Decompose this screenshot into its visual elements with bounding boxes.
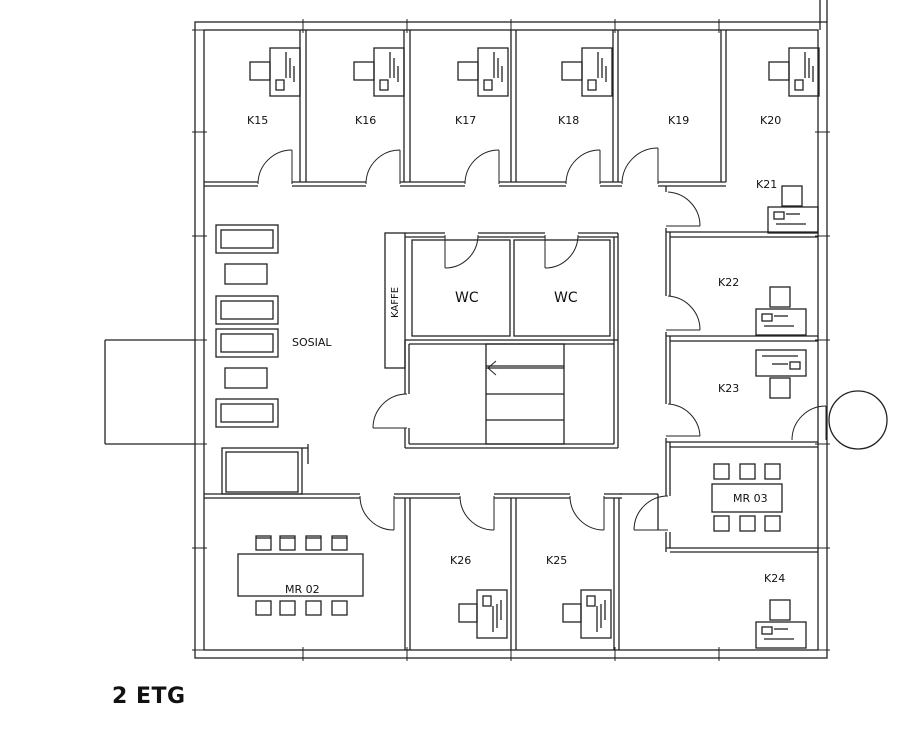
desk-k23 bbox=[755, 349, 807, 399]
bottom-office-walls bbox=[204, 493, 659, 650]
meeting-table-mr03 bbox=[711, 463, 783, 532]
room-label-k18: K18 bbox=[558, 114, 579, 127]
desk-k24 bbox=[755, 599, 807, 649]
desk-k18 bbox=[561, 47, 613, 97]
room-label-wc-left: WC bbox=[455, 290, 479, 306]
bottom-doors bbox=[359, 495, 605, 531]
room-label-mr03: MR 03 bbox=[733, 492, 768, 505]
sofa-3 bbox=[215, 328, 279, 358]
room-label-k24: K24 bbox=[764, 572, 785, 585]
room-label-k21: K21 bbox=[756, 178, 777, 191]
room-label-k25: K25 bbox=[546, 554, 567, 567]
room-label-mr02: MR 02 bbox=[285, 583, 320, 596]
desk-k17 bbox=[457, 47, 509, 97]
desk-k25 bbox=[562, 589, 612, 639]
room-label-k26: K26 bbox=[450, 554, 471, 567]
floor-level-label: 2 ETG bbox=[112, 684, 186, 709]
right-doors bbox=[633, 191, 827, 531]
coffee-table-1 bbox=[224, 263, 268, 285]
left-extension bbox=[104, 339, 195, 445]
room-label-k16: K16 bbox=[355, 114, 376, 127]
right-office-walls bbox=[665, 186, 818, 553]
top-office-walls bbox=[204, 30, 727, 187]
wc-doors bbox=[372, 234, 579, 429]
room-label-k20: K20 bbox=[760, 114, 781, 127]
room-label-kaffe: KAFFE bbox=[390, 287, 401, 318]
desk-k26 bbox=[458, 589, 508, 639]
desk-k22 bbox=[755, 286, 807, 336]
desk-k21 bbox=[767, 185, 819, 234]
room-label-sosial: SOSIAL bbox=[292, 336, 332, 349]
meeting-table-mr02 bbox=[237, 535, 364, 616]
room-label-k17: K17 bbox=[455, 114, 476, 127]
storage-unit bbox=[221, 444, 309, 495]
room-label-k23: K23 bbox=[718, 382, 739, 395]
room-label-k22: K22 bbox=[718, 276, 739, 289]
coffee-table-2 bbox=[224, 367, 268, 389]
exterior-round-structure bbox=[828, 390, 888, 450]
desk-k20 bbox=[768, 47, 820, 97]
desk-k16 bbox=[353, 47, 405, 97]
wall-ticks bbox=[192, 19, 830, 661]
room-label-wc-right: WC bbox=[554, 290, 578, 306]
desk-k15 bbox=[249, 47, 301, 97]
room-label-k19: K19 bbox=[668, 114, 689, 127]
top-doors bbox=[257, 147, 659, 185]
sofa-1 bbox=[215, 224, 279, 254]
sofa-4 bbox=[215, 398, 279, 428]
room-label-k15: K15 bbox=[247, 114, 268, 127]
sofa-2 bbox=[215, 295, 279, 325]
central-core bbox=[384, 232, 619, 449]
